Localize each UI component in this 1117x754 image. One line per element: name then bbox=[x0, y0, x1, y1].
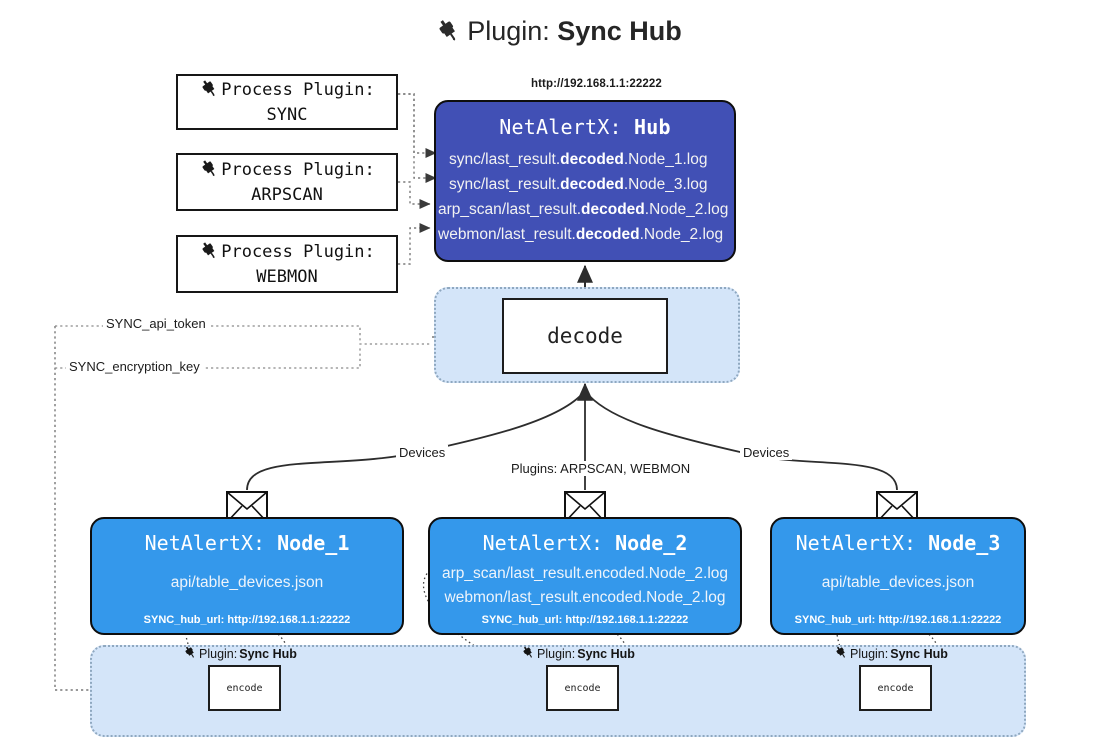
process-plugin-name: SYNC bbox=[266, 104, 308, 125]
encode-box-node-1[interactable]: encode bbox=[208, 665, 281, 711]
hub-title: NetAlertX: Hub bbox=[436, 115, 734, 139]
node-title: NetAlertX: Node_2 bbox=[482, 531, 688, 555]
plug-icon bbox=[834, 645, 848, 662]
node-box-node-1[interactable]: NetAlertX: Node_1 api/table_devices.json… bbox=[90, 517, 404, 635]
encoder-caption: Plugin: Sync Hub bbox=[183, 645, 297, 662]
encoder-caption-prefix: Plugin: bbox=[199, 646, 238, 661]
plug-icon bbox=[199, 240, 219, 267]
node-log-item: webmon/last_result.encoded.Node_2.log bbox=[444, 589, 726, 607]
decode-box[interactable]: decode bbox=[502, 298, 668, 374]
node-log-item: arp_scan/last_result.encoded.Node_2.log bbox=[441, 565, 729, 582]
plug-icon bbox=[199, 158, 219, 185]
hub-log-item: sync/last_result.decoded.Node_1.log bbox=[449, 151, 708, 168]
node-title: NetAlertX: Node_3 bbox=[795, 531, 1001, 555]
hub-log-item: arp_scan/last_result.decoded.Node_2.log bbox=[438, 201, 729, 219]
edge-label-devices-left: Devices bbox=[396, 445, 449, 460]
process-plugin-name: ARPSCAN bbox=[251, 184, 323, 205]
encoder-caption-name: Sync Hub bbox=[890, 646, 948, 661]
node-hub-url: SYNC_hub_url: http://192.168.1.1:22222 bbox=[794, 614, 1002, 626]
encode-box-node-3[interactable]: encode bbox=[859, 665, 932, 711]
plug-icon bbox=[435, 17, 461, 50]
node-log-item: api/table_devices.json bbox=[821, 574, 975, 591]
node-box-node-3[interactable]: NetAlertX: Node_3 api/table_devices.json… bbox=[770, 517, 1026, 635]
node-hub-url: SYNC_hub_url: http://192.168.1.1:22222 bbox=[143, 614, 351, 626]
encoder-caption: Plugin: Sync Hub bbox=[521, 645, 635, 662]
title-name: Sync Hub bbox=[557, 16, 682, 46]
node-log-item: api/table_devices.json bbox=[170, 574, 324, 591]
hub-title-prefix: NetAlertX: bbox=[499, 115, 622, 139]
encoder-caption-prefix: Plugin: bbox=[850, 646, 889, 661]
hub-log-item: sync/last_result.decoded.Node_3.log bbox=[449, 176, 708, 194]
plug-icon bbox=[183, 645, 197, 662]
node-box-node-2[interactable]: NetAlertX: Node_2 arp_scan/last_result.e… bbox=[428, 517, 742, 635]
title-prefix: Plugin: bbox=[467, 16, 550, 46]
hub-log-item: webmon/last_result.decoded.Node_2.log bbox=[438, 226, 724, 244]
hub-url-label: http://192.168.1.1:22222 bbox=[531, 78, 662, 90]
encode-box-node-2[interactable]: encode bbox=[546, 665, 619, 711]
process-plugin-label: Process Plugin: bbox=[221, 80, 375, 101]
edge-label-devices-right: Devices bbox=[740, 445, 793, 460]
encoder-caption-name: Sync Hub bbox=[577, 646, 635, 661]
plug-icon bbox=[199, 78, 219, 105]
process-plugin-box-webmon[interactable]: Process Plugin: WEBMON bbox=[176, 235, 398, 293]
plug-icon bbox=[521, 645, 535, 662]
secret-label-api-token: SYNC_api_token bbox=[103, 316, 209, 331]
page-title: Plugin: Sync Hub bbox=[0, 16, 1117, 50]
process-plugin-name: WEBMON bbox=[256, 266, 318, 287]
hub-box[interactable]: NetAlertX: Hub sync/last_result.decoded.… bbox=[434, 100, 736, 262]
encoder-caption: Plugin: Sync Hub bbox=[834, 645, 948, 662]
process-plugin-label: Process Plugin: bbox=[221, 242, 375, 263]
secret-label-encryption-key: SYNC_encryption_key bbox=[66, 359, 203, 374]
node-title: NetAlertX: Node_1 bbox=[144, 531, 350, 555]
node-hub-url: SYNC_hub_url: http://192.168.1.1:22222 bbox=[481, 614, 689, 626]
process-plugin-label: Process Plugin: bbox=[221, 160, 375, 181]
process-plugin-box-sync[interactable]: Process Plugin: SYNC bbox=[176, 74, 398, 130]
encoder-caption-name: Sync Hub bbox=[239, 646, 297, 661]
edge-label-plugins-center: Plugins: ARPSCAN, WEBMON bbox=[508, 461, 694, 476]
encoder-caption-prefix: Plugin: bbox=[537, 646, 576, 661]
hub-title-name: Hub bbox=[633, 115, 671, 139]
process-plugin-box-arpscan[interactable]: Process Plugin: ARPSCAN bbox=[176, 153, 398, 211]
hub-log-list: sync/last_result.decoded.Node_1.log sync… bbox=[436, 147, 734, 247]
